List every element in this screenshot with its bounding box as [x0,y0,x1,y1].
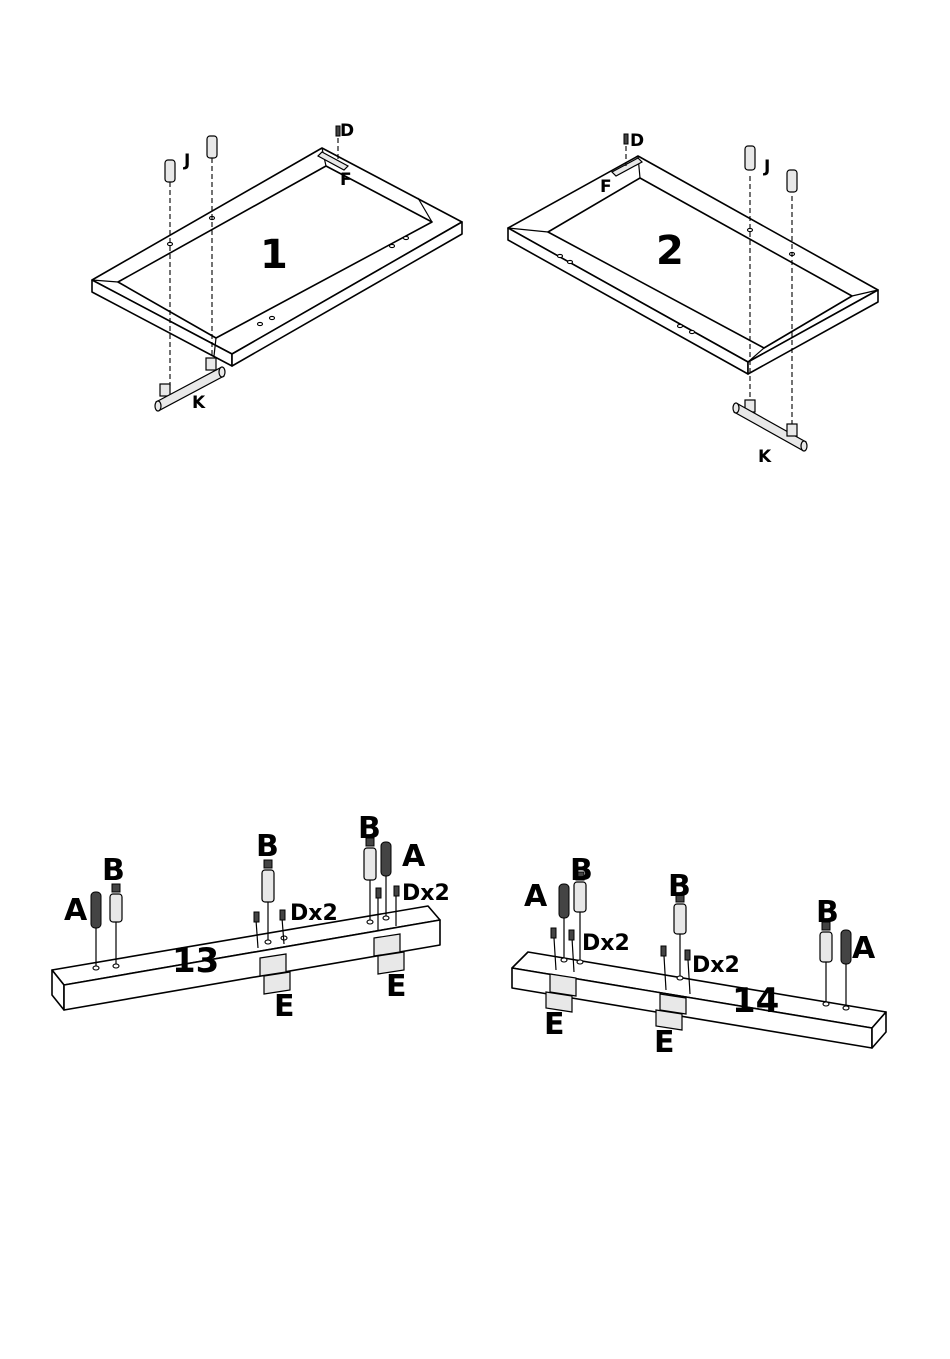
label-dx2: Dx2 [582,931,630,956]
screw-d-part [569,930,574,940]
label-b: B [668,869,691,904]
label-k: K [192,393,206,413]
screw-d-part [624,134,628,144]
label-j: J [183,151,190,171]
label-a: A [64,893,88,928]
wood-dowel-a-part [91,892,101,928]
step-2-number: 2 [656,228,684,274]
step-13-number: 13 [172,941,219,981]
step-13-diagram: 13 A B B Dx2 E B A Dx2 E [52,811,450,1024]
label-b: B [358,811,381,846]
screw-d-part [254,912,259,922]
cam-connector-k-part [155,358,225,411]
label-dx2: Dx2 [290,901,338,926]
bracket-e-part [374,934,404,974]
dowel-j-part [207,136,217,158]
screw-d-part [661,946,666,956]
step-1-diagram: 1 D F J K [92,121,462,413]
label-e: E [274,989,295,1024]
step-1-number: 1 [260,232,288,278]
label-b: B [816,895,839,930]
label-f: F [340,170,352,190]
cam-connector-k-part [733,400,807,451]
label-dx2: Dx2 [692,953,740,978]
label-b: B [102,853,125,888]
screw-d-part [394,886,399,896]
label-b: B [570,853,593,888]
label-dx2: Dx2 [402,881,450,906]
label-a: A [852,931,876,966]
dowel-j-part [165,160,175,182]
cam-bolt-b-part [110,884,122,922]
screw-d-part [551,928,556,938]
screw-d-part [685,950,690,960]
label-j: J [763,157,770,177]
label-e: E [654,1025,675,1060]
cam-bolt-b-part [262,860,274,902]
bracket-e-part [260,954,290,994]
wood-dowel-a-part [559,884,569,918]
dowel-j-part [787,170,797,192]
label-e: E [386,969,407,1004]
step-2-diagram: 2 D F J K [508,131,878,467]
label-d: D [630,131,644,151]
wood-dowel-a-part [841,930,851,964]
label-f: F [600,177,612,197]
label-a: A [524,879,548,914]
wood-dowel-a-part [381,842,391,876]
label-d: D [340,121,354,141]
dowel-j-part [745,146,755,170]
step-14-diagram: 14 A B Dx2 E B Dx2 E B A [512,853,886,1060]
label-k: K [758,447,772,467]
step-14-number: 14 [732,981,779,1021]
screw-d-part [376,888,381,898]
label-a: A [402,839,426,874]
label-b: B [256,829,279,864]
label-e: E [544,1007,565,1042]
screw-d-part [280,910,285,920]
